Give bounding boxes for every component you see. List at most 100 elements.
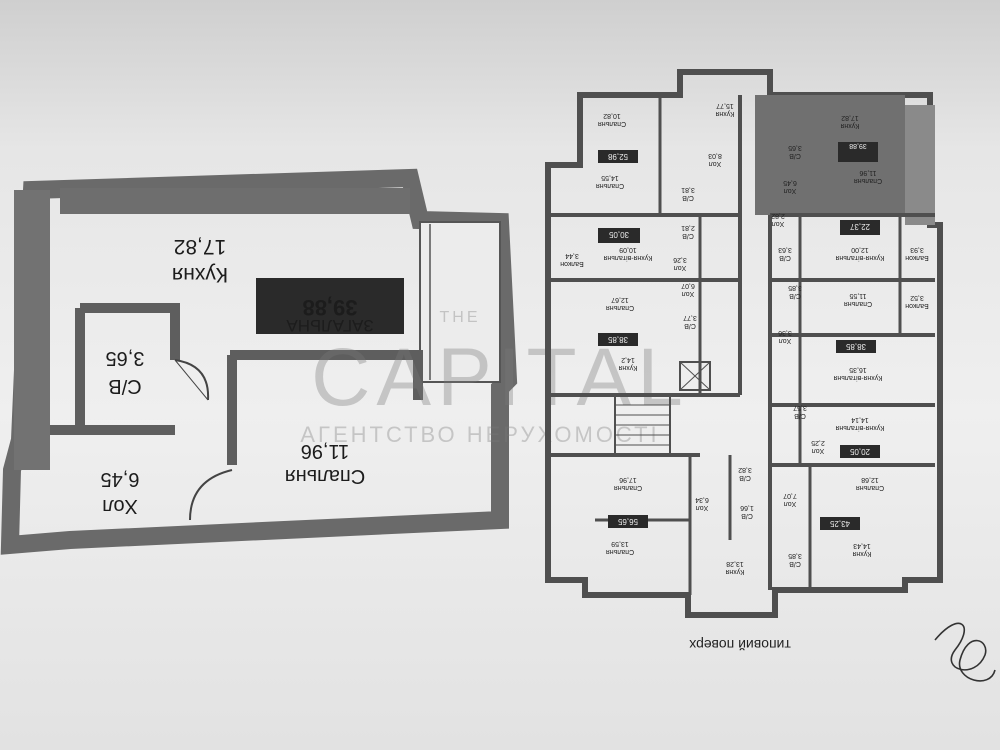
- room-label: Кухня: [840, 122, 859, 129]
- apt1-total: 52,98: [607, 152, 628, 161]
- apt2-total: 39,88: [849, 142, 867, 149]
- room-label: Хол: [784, 187, 796, 194]
- room-label: Хол: [709, 160, 721, 167]
- room-area: 3,44: [565, 252, 579, 259]
- watermark-small: THE: [440, 309, 481, 326]
- room-area: 8,03: [708, 152, 722, 159]
- room-label: Спальня: [856, 484, 884, 491]
- room-label: Хол: [779, 337, 791, 344]
- room-area: 2,82: [771, 212, 785, 219]
- room-area: 12,00: [851, 246, 869, 253]
- room-hall-name: Хол: [102, 495, 137, 517]
- room-area: 11,55: [849, 292, 866, 299]
- room-label: Кухня: [852, 550, 871, 557]
- balcony-strip: [419, 221, 501, 383]
- room-label: Хол: [812, 447, 824, 454]
- typical-floor-plan: [545, 69, 943, 618]
- room-area: 7,07: [783, 492, 797, 499]
- room-area: 12,68: [861, 476, 879, 483]
- wall-band-top: [60, 188, 410, 214]
- room-label: Хол: [772, 220, 784, 227]
- total-area-label: ЗАГАЛЬНА: [286, 316, 374, 335]
- room-area: 16,35: [849, 366, 867, 373]
- room-label: Балкон: [905, 302, 929, 309]
- room-area: 13,28: [726, 560, 744, 567]
- room-area: 3,81: [681, 186, 695, 193]
- room-label: С/В: [682, 232, 694, 239]
- wall-band-left: [14, 190, 50, 470]
- room-label: С/В: [739, 474, 751, 481]
- room-area: 15,77: [716, 102, 734, 109]
- room-area: 3,36: [778, 329, 792, 336]
- floor-caption: типовий поверх: [689, 637, 791, 653]
- room-area: 3,85: [788, 552, 802, 559]
- room-label: С/В: [779, 254, 791, 261]
- room-area: 12,67: [611, 296, 629, 303]
- apt8-total: 56,65: [617, 517, 638, 526]
- room-label: С/В: [789, 292, 801, 299]
- room-label: С/В: [741, 512, 753, 519]
- room-label: Спальня: [854, 177, 882, 184]
- room-area: 14,43: [853, 542, 871, 549]
- apt4-total: 22,37: [849, 222, 870, 231]
- room-area: 1,66: [740, 504, 754, 511]
- room-label: Спальня: [844, 300, 872, 307]
- room-kitchen-name: Кухня: [172, 263, 228, 286]
- room-area: 11,96: [859, 169, 876, 176]
- room-area: 2,25: [811, 439, 825, 446]
- room-label: Кухня-вітальня: [835, 424, 884, 432]
- room-label: Спальня: [598, 120, 626, 127]
- signature-mark: [934, 622, 996, 682]
- room-hall-area: 6,45: [101, 468, 140, 490]
- room-area: 14,55: [601, 174, 619, 181]
- room-label: Спальня: [606, 304, 634, 311]
- room-label: Кухня: [725, 568, 744, 575]
- room-area: 10,82: [603, 112, 621, 119]
- room-area: 3,82: [738, 466, 752, 473]
- room-label: Кухня-вітальня: [835, 254, 884, 262]
- apt3-total: 30,05: [608, 230, 629, 239]
- room-label: Кухня: [715, 110, 734, 117]
- room-area: 3,85: [788, 284, 802, 291]
- room-bathroom-area: 3,65: [106, 347, 145, 369]
- room-bedroom-name: Спальня: [285, 465, 365, 487]
- room-label: С/В: [789, 560, 801, 567]
- room-area: 6,45: [783, 179, 797, 186]
- room-label: С/В: [794, 412, 806, 419]
- apt7-total: 20,05: [849, 447, 870, 456]
- apt9-total: 43,25: [829, 519, 850, 528]
- room-label: Хол: [674, 264, 686, 271]
- room-area: 3,77: [683, 314, 697, 321]
- room-area: 3,57: [793, 404, 807, 411]
- room-area: 10,09: [619, 246, 637, 253]
- room-label: Спальня: [596, 182, 624, 189]
- room-label: С/В: [684, 322, 696, 329]
- room-area: 3,63: [778, 246, 792, 253]
- room-label: Хол: [696, 504, 708, 511]
- room-bedroom-area: 11,96: [301, 440, 350, 462]
- room-label: Кухня: [618, 364, 637, 371]
- room-label: Хол: [784, 500, 796, 507]
- room-area: 3,93: [910, 246, 924, 253]
- apt6-total: 38,85: [845, 342, 866, 351]
- apartment-total-badges: 52,98 39,88 30,05 22,37 38,85 38,85 20,0…: [598, 142, 880, 530]
- floor-plan-room-labels: Спальня 10,82 Спальня 14,55 С/В 3,81 Хол…: [560, 102, 929, 575]
- room-area: 3,26: [673, 256, 687, 263]
- room-area: 3,65: [788, 144, 802, 151]
- room-area: 6,07: [681, 282, 695, 289]
- room-kitchen-area: 17,82: [174, 235, 227, 258]
- room-area: 13,59: [611, 540, 629, 547]
- room-area: 3,52: [910, 294, 924, 301]
- room-area: 6,34: [695, 496, 709, 503]
- room-label: Кухня-вітальня: [833, 374, 882, 382]
- apt5-total: 38,85: [607, 335, 628, 344]
- room-bathroom-name: С/В: [108, 375, 141, 397]
- room-area: 17,82: [841, 114, 859, 121]
- room-label: Балкон: [560, 260, 584, 267]
- room-label: Спальня: [606, 548, 634, 555]
- room-label: Кухня-вітальня: [603, 254, 652, 262]
- room-label: С/В: [682, 194, 694, 201]
- total-area-value: 39,88: [302, 295, 357, 320]
